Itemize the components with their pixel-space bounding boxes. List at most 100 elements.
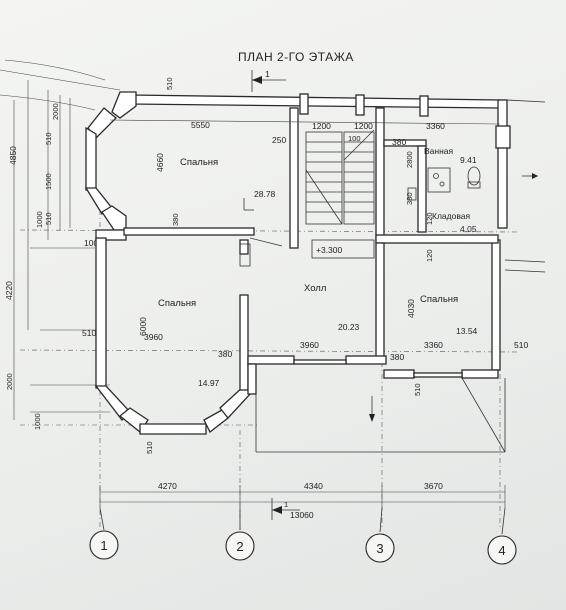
site-line xyxy=(4,59,106,81)
room-area-hall: 20.23 xyxy=(338,322,360,332)
room-area-bathroom: 9.41 xyxy=(460,155,477,165)
wall xyxy=(419,95,429,117)
axis-label-4: 4 xyxy=(498,543,505,558)
dim-3960: 3960 xyxy=(300,340,319,350)
partition xyxy=(239,294,249,391)
dim-1000: 1000 xyxy=(33,413,42,430)
dim-380: 380 xyxy=(392,137,406,147)
axis-marker-1: 1 xyxy=(89,530,119,560)
arrow-east-head xyxy=(532,173,538,179)
dim-510: 510 xyxy=(44,132,53,145)
bay-wall xyxy=(139,423,207,435)
room-name-bathroom: Ванная xyxy=(424,146,454,156)
dim-3360: 3360 xyxy=(424,340,443,350)
wall xyxy=(299,93,309,115)
partition xyxy=(375,242,385,359)
section-mark-top-number: 1 xyxy=(265,69,270,79)
grid-axes xyxy=(19,210,521,530)
partition xyxy=(383,139,427,147)
wall-south xyxy=(461,369,499,379)
section-mark-top: 1 xyxy=(251,69,286,92)
dim-380: 380 xyxy=(405,192,414,205)
room-area-bedroom-nw: 28.78 xyxy=(254,189,276,199)
site-line xyxy=(0,94,96,111)
partition xyxy=(123,227,255,236)
axis-label-3: 3 xyxy=(376,541,383,556)
terrace-outline xyxy=(255,99,546,453)
window-south xyxy=(293,359,347,365)
room-name-bedroom-e: Спальня xyxy=(420,294,458,305)
level-box xyxy=(311,239,375,259)
axis-label-1: 1 xyxy=(100,538,107,553)
bay-wall xyxy=(101,205,127,231)
dim-4220: 4220 xyxy=(4,281,14,300)
dim-510: 510 xyxy=(514,340,528,350)
bath-fixtures xyxy=(407,166,481,201)
wall-east-lower xyxy=(491,239,501,371)
dim-1000: 1000 xyxy=(84,238,103,248)
wall xyxy=(247,363,257,395)
bay-wall xyxy=(219,385,253,419)
wall-west xyxy=(95,237,107,389)
dim-2800: 2800 xyxy=(405,151,414,168)
partition-stair xyxy=(375,107,385,241)
dim-3960: 3960 xyxy=(144,332,163,342)
arrow-down-head xyxy=(369,414,375,422)
window-south xyxy=(413,372,463,378)
dim-1000: 1000 xyxy=(35,211,44,228)
dim-510: 510 xyxy=(44,212,53,225)
room-name-bedroom-sw: Спальня xyxy=(158,298,196,309)
dim-3670: 3670 xyxy=(424,481,443,491)
room-area-pantry: 4.05 xyxy=(460,224,477,234)
section-mark-bottom: 1 xyxy=(271,498,300,520)
axis-marker-2: 2 xyxy=(225,531,255,561)
axis-marker-4: 4 xyxy=(487,535,517,565)
dim-13060: 13060 xyxy=(290,510,314,520)
partition xyxy=(375,234,499,244)
closet xyxy=(239,243,251,267)
wall-top xyxy=(129,94,501,109)
dim-510: 510 xyxy=(145,441,154,454)
dim-510: 510 xyxy=(82,328,96,338)
dim-380: 380 xyxy=(171,213,180,226)
dim-120: 120 xyxy=(425,249,434,262)
wall xyxy=(355,94,365,116)
dim-120: 120 xyxy=(425,212,434,225)
door-leaf xyxy=(249,237,283,247)
dim-1200: 1200 xyxy=(354,121,373,131)
staircase xyxy=(305,129,375,225)
dim-4340: 4340 xyxy=(304,481,323,491)
room-area-bedroom-e: 13.54 xyxy=(456,326,478,336)
dim-4660: 4660 xyxy=(155,153,165,172)
dim-510: 510 xyxy=(165,77,174,90)
wall-south xyxy=(247,355,295,365)
bay-wall xyxy=(111,91,137,119)
level-mark-hall: +3.300 xyxy=(316,245,343,255)
dim-250: 250 xyxy=(272,135,286,145)
room-name-hall: Холл xyxy=(304,283,326,294)
room-area-bedroom-sw: 14.97 xyxy=(198,378,220,388)
partition xyxy=(289,107,299,249)
dim-1500: 1500 xyxy=(44,173,53,190)
wall-east xyxy=(497,99,508,229)
bottom-dimension-chain xyxy=(99,485,506,508)
dim-4850: 4850 xyxy=(8,146,18,165)
wall-east-window xyxy=(495,125,511,149)
dim-3360: 3360 xyxy=(426,121,445,131)
bay-wall xyxy=(85,126,97,191)
axis-stem xyxy=(379,507,383,533)
dim-100: 100 xyxy=(348,134,361,143)
dim-380: 380 xyxy=(218,349,232,359)
dim-510: 510 xyxy=(413,383,422,396)
axis-marker-3: 3 xyxy=(365,533,395,563)
partition-bath xyxy=(417,145,427,233)
wall-south xyxy=(345,355,387,365)
wall-south xyxy=(383,369,415,379)
left-dimension-chain xyxy=(13,80,110,420)
dim-380: 380 xyxy=(390,352,404,362)
room-name-bedroom-nw: Спальня xyxy=(180,157,218,168)
section-mark-bottom-number: 1 xyxy=(284,500,288,509)
dim-1200: 1200 xyxy=(312,121,331,131)
dim-4270: 4270 xyxy=(158,481,177,491)
